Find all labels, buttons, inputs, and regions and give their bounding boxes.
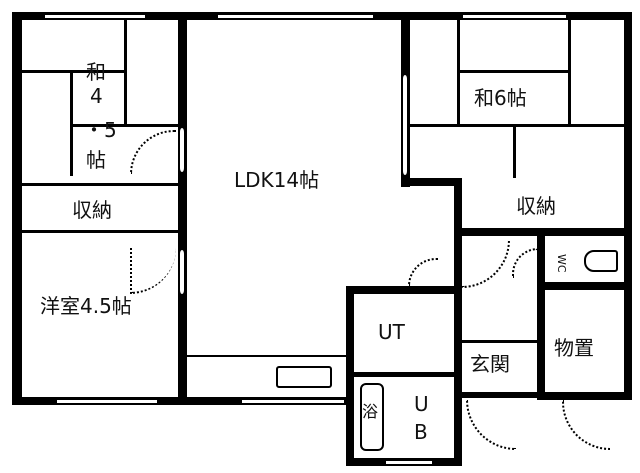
door-wc[interactable] (512, 248, 538, 278)
bathtub (360, 383, 384, 451)
wall-wc-left (537, 228, 545, 400)
kitchen-counter (187, 355, 347, 357)
label-washitsu-large: 和6帖 (474, 86, 527, 110)
entrance-step (462, 340, 537, 343)
label-utility: UT (378, 320, 405, 344)
window-ub (386, 459, 432, 466)
kitchen-sink (276, 366, 332, 388)
tatami-line-4 (410, 124, 624, 127)
label-bath: 浴 (362, 402, 379, 421)
label-toilet: WC (555, 254, 568, 273)
wall-tatami-v2 (70, 70, 73, 176)
wall-ut-ub-divider (354, 372, 454, 377)
wall-storeroom-bottom (537, 392, 632, 400)
wall-top-left (12, 12, 410, 20)
wall-ut-top (346, 286, 462, 294)
toilet-fixture (584, 250, 618, 272)
label-washitsu-small-4: 帖 (86, 148, 106, 172)
wall-tatami-h (22, 70, 127, 73)
label-washitsu-small-2: 4 (90, 84, 103, 108)
wall-right (624, 12, 632, 312)
label-unit-bath-2: B (414, 420, 428, 444)
sliding-door-washitsu[interactable] (401, 75, 409, 175)
label-storage-left: 収納 (72, 198, 112, 222)
wall-closet-bottom-2 (22, 230, 178, 233)
window-bottom-ldk (242, 398, 344, 405)
door-washitsu-small[interactable] (130, 130, 176, 174)
tatami-line-5 (513, 124, 516, 178)
label-unit-bath-1: U (414, 392, 429, 416)
window-bottom-left (57, 398, 157, 405)
window-top-right (463, 13, 566, 20)
door-storeroom[interactable] (562, 400, 610, 450)
door-ut[interactable] (408, 258, 438, 286)
wall-left (12, 12, 22, 184)
wall-right-lower (624, 228, 632, 400)
label-ldk: LDK14帖 (234, 168, 320, 192)
wall-wc-bottom (537, 282, 632, 290)
door-entrance-hall[interactable] (462, 240, 510, 288)
label-washitsu-small-1: 和 (86, 60, 106, 84)
label-washitsu-small-3: ・5 (84, 118, 117, 142)
closet-door-left-b[interactable] (178, 250, 186, 294)
label-storeroom: 物置 (554, 336, 594, 360)
wall-tatami-h2 (73, 124, 178, 127)
wall-entrance-bottom (461, 392, 541, 398)
tatami-line-2 (568, 20, 571, 125)
wall-washitsu-bottom (401, 178, 461, 186)
wall-ldk-left (178, 12, 187, 405)
label-entrance: 玄関 (470, 352, 510, 376)
wall-left-lower (12, 180, 22, 405)
tatami-line-3 (457, 70, 569, 73)
wall-ut-right (454, 286, 462, 466)
door-front[interactable] (466, 400, 516, 450)
door-youshitsu[interactable] (130, 248, 176, 294)
wall-ut-left (346, 286, 354, 466)
label-storage-right: 収納 (516, 194, 556, 218)
label-youshitsu: 洋室4.5帖 (40, 294, 132, 318)
window-top-ldk (218, 13, 373, 20)
closet-door-left-a[interactable] (178, 128, 186, 172)
wall-closet-bottom (22, 183, 178, 186)
wall-storage-right-left (454, 178, 462, 298)
window-top-left (45, 13, 145, 20)
